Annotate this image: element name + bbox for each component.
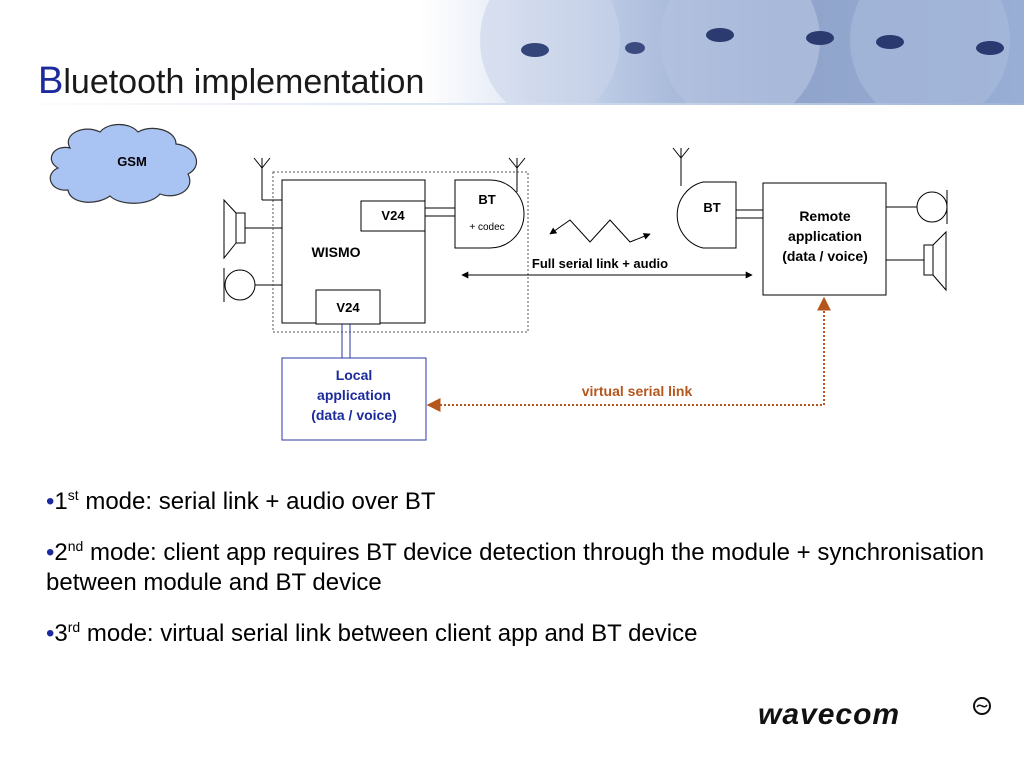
bullet-number: 1 — [54, 488, 68, 515]
logo-swirl-icon — [973, 697, 991, 715]
bt-right-module: BT — [676, 181, 737, 249]
right-speaker-icon — [886, 230, 947, 292]
full-link-label: Full serial link + audio — [532, 256, 668, 271]
radio-link-icon — [549, 219, 651, 243]
bullet-ordinal: st — [67, 487, 79, 503]
bullet-dot: • — [46, 539, 55, 566]
v24-bottom-label: V24 — [336, 300, 360, 315]
gsm-cloud: GSM — [49, 123, 198, 204]
title-rest: luetooth implementation — [63, 63, 425, 101]
bt-right-label: BT — [703, 200, 720, 215]
bullet-list: •1st mode: serial link + audio over BT •… — [46, 480, 986, 663]
bullet-item-2: •2nd mode: client app requires BT device… — [46, 531, 986, 598]
remote-app-box — [762, 182, 887, 296]
virtual-link-label: virtual serial link — [582, 383, 693, 399]
bt-left-antenna-icon — [508, 157, 526, 192]
wavecom-logo: wavecom — [758, 697, 991, 731]
title-underline — [0, 103, 1024, 105]
left-speaker-icon — [223, 198, 282, 260]
bullet-item-1: •1st mode: serial link + audio over BT — [46, 480, 986, 517]
module-boundary — [272, 171, 529, 333]
title-initial: B — [38, 60, 64, 102]
local-app-line1: Local — [336, 367, 373, 383]
gsm-label: GSM — [117, 154, 147, 169]
bullet-dot: • — [46, 620, 55, 647]
remote-app-line3: (data / voice) — [782, 248, 868, 264]
right-microphone-icon — [886, 190, 948, 224]
bullet-dot: • — [46, 488, 55, 515]
faces-illustration — [480, 0, 1010, 103]
wismo-antenna-icon — [253, 157, 282, 201]
local-app-line3: (data / voice) — [311, 407, 397, 423]
remote-app-line2: application — [788, 228, 862, 244]
local-app-line2: application — [317, 387, 391, 403]
bullet-ordinal: nd — [67, 538, 84, 554]
local-app-box — [281, 357, 427, 441]
v24-top-box — [360, 200, 426, 232]
logo-text: wavecom — [758, 698, 900, 731]
faces-banner-image — [420, 0, 1024, 103]
bullet-item-3: •3rd mode: virtual serial link between c… — [46, 612, 986, 649]
bt-left-label: BT — [478, 192, 495, 207]
bullet-text: mode: virtual serial link between client… — [80, 620, 698, 647]
left-microphone-icon — [223, 268, 282, 302]
bullet-number: 3 — [54, 620, 68, 647]
virtual-link-arrow — [426, 296, 831, 412]
v24-top-label: V24 — [381, 208, 405, 223]
bullet-number: 2 — [54, 539, 68, 566]
remote-app-line1: Remote — [799, 208, 851, 224]
bt-left-sublabel: + codec — [469, 222, 504, 233]
bluetooth-diagram: GSM WISMO V24 V24 — [49, 123, 948, 441]
bt-right-antenna-icon — [672, 147, 690, 186]
v24-bottom-box — [315, 289, 381, 325]
slide-title: Bluetooth implementation — [38, 62, 424, 100]
bullet-text: mode: client app requires BT device dete… — [46, 539, 985, 596]
bullet-ordinal: rd — [67, 619, 81, 635]
bt-left-module: BT + codec — [454, 179, 525, 249]
bullet-text: mode: serial link + audio over BT — [78, 488, 436, 515]
wismo-label: WISMO — [312, 244, 361, 260]
